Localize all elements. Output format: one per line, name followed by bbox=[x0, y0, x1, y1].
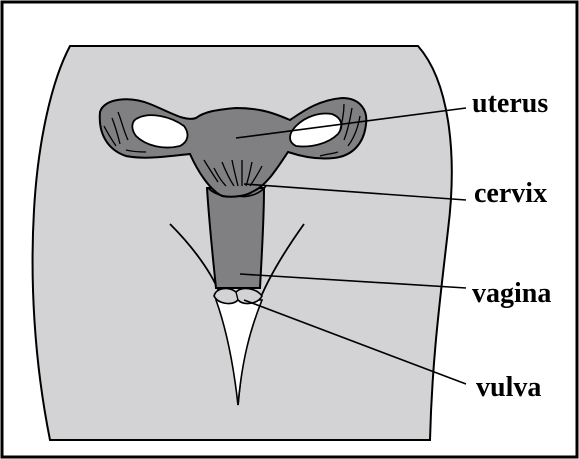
label-uterus: uterus bbox=[472, 88, 548, 119]
label-vulva: vulva bbox=[476, 372, 541, 403]
label-cervix: cervix bbox=[474, 178, 547, 209]
label-vagina: vagina bbox=[472, 278, 551, 309]
vagina-shape bbox=[207, 188, 264, 288]
